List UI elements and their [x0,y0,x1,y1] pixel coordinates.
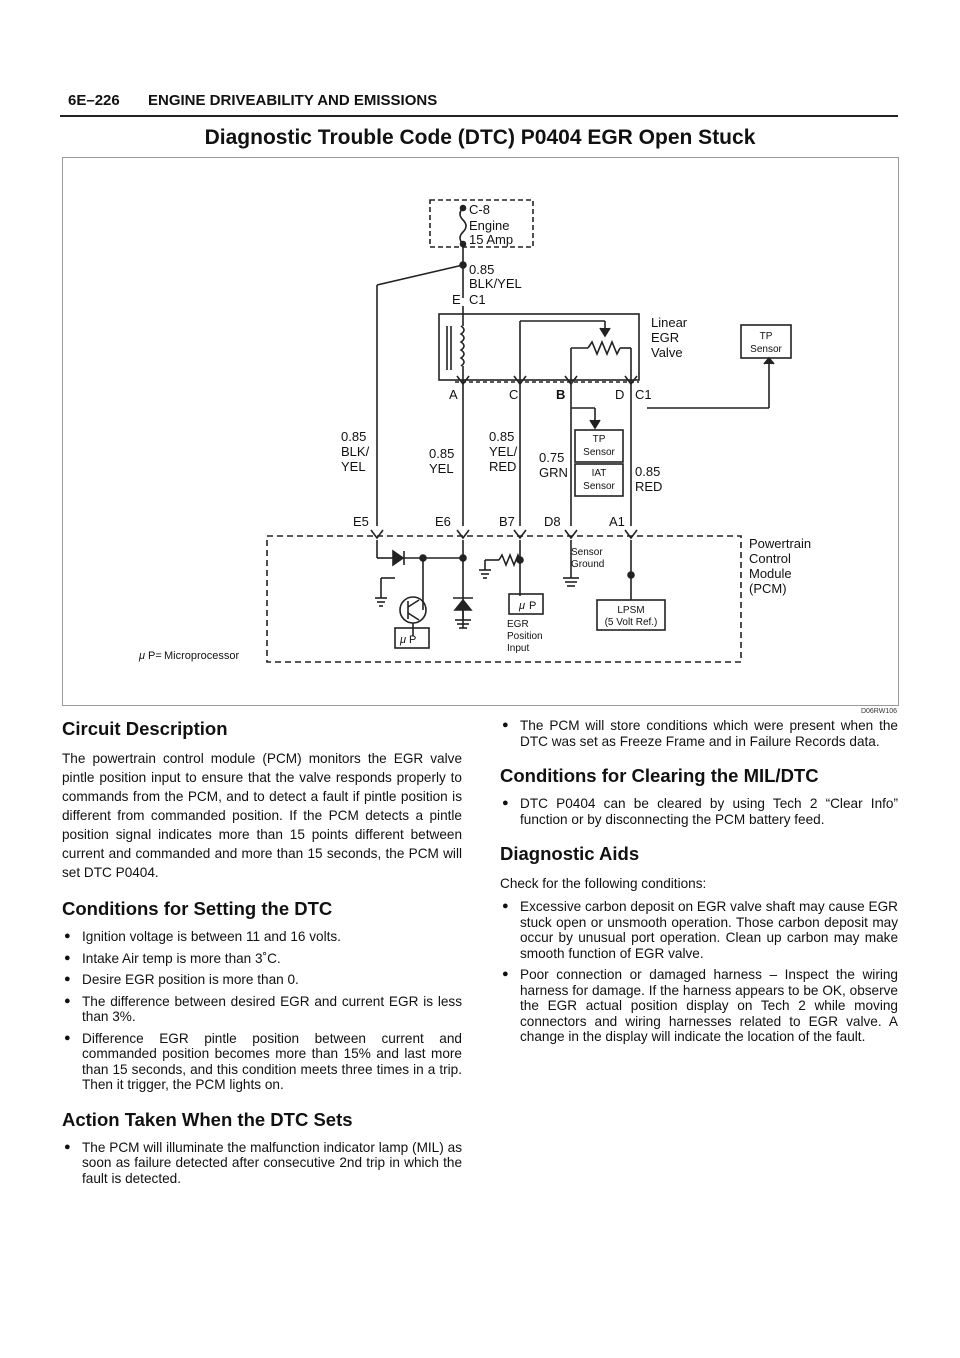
lpsm-1: LPSM [617,605,644,616]
w1-color-1: BLK/ [341,444,370,459]
list-item: Ignition voltage is between 11 and 16 vo… [62,929,462,945]
action-list: The PCM will illuminate the malfunction … [62,1140,462,1187]
pcm-line2: Control [749,551,791,566]
up-label-mid: P [529,600,536,612]
aids-heading: Diagnostic Aids [500,843,640,864]
aids-list: Excessive carbon deposit on EGR valve sh… [500,899,898,1045]
up-box-left [394,627,430,649]
egr-valve-box [438,313,640,381]
iat-inner-2: Sensor [583,481,615,492]
drawing-id: D06RW106 [860,708,897,715]
up-label-left: P [409,634,416,646]
pin-a: A [449,387,458,402]
pcm-pin-e6: E6 [435,514,451,529]
w5-color: RED [635,479,662,494]
clearing-heading: Conditions for Clearing the MIL/DTC [500,765,819,786]
iat-inner-1: IAT [592,468,607,479]
transistor [399,596,427,624]
svg-text:μ: μ [138,650,145,662]
sensor-ground-1: Sensor [571,547,603,558]
valve-line1: Linear [651,315,688,330]
wire-top-size: 0.85 [469,262,494,277]
lpsm-2: (5 Volt Ref.) [605,617,658,628]
pin-d: D [615,387,624,402]
w2-size: 0.85 [429,446,454,461]
fuse-symbol [459,207,467,245]
page-title: Diagnostic Trouble Code (DTC) P0404 EGR … [204,126,756,149]
fuse-name: C-8 [469,202,490,217]
circuit-text: The powertrain control module (PCM) moni… [62,751,462,880]
list-item: Poor connection or damaged harness – Ins… [500,967,898,1045]
tp-sensor-box-right [740,324,792,359]
conn-c1: C1 [635,387,652,402]
wiring-diagram: C-8 Engine 15 Amp 0.85 BLK/YEL E C1 Line… [62,157,899,706]
tp-inner-1: TP [593,434,606,445]
w3-size: 0.85 [489,429,514,444]
iat-sensor-box-inner [574,463,624,497]
left-column: Circuit Description The powertrain contr… [62,718,462,1192]
tp-inner-2: Sensor [583,447,615,458]
right-column: The PCM will store conditions which were… [500,718,898,1051]
pcm-line4: (PCM) [749,581,787,596]
list-item: The PCM will store conditions which were… [500,718,898,749]
setting-list: Ignition voltage is between 11 and 16 vo… [62,929,462,1093]
clearing-list: DTC P0404 can be cleared by using Tech 2… [500,796,898,827]
list-item: Excessive carbon deposit on EGR valve sh… [500,899,898,961]
setting-heading: Conditions for Setting the DTC [62,898,333,919]
pin-c: C [509,387,518,402]
action-heading: Action Taken When the DTC Sets [62,1108,353,1130]
page-number: 6E–226 [68,92,120,109]
section-title: ENGINE DRIVEABILITY AND EMISSIONS [148,92,438,109]
w3-color-2: RED [489,459,516,474]
pcm-line3: Module [749,566,792,581]
pin-b: B [556,387,565,402]
pcm-pin-a1: A1 [609,514,625,529]
legend-sym: P= [148,650,162,662]
valve-line2: EGR [651,330,679,345]
w5-size: 0.85 [635,464,660,479]
w1-size: 0.85 [341,429,366,444]
wire-top-color: BLK/YEL [469,276,522,291]
action-list-continued: The PCM will store conditions which were… [500,718,898,749]
svg-text:μ: μ [399,634,406,646]
egr-pos-2: Position [507,631,543,642]
w2-color: YEL [429,461,454,476]
aids-intro: Check for the following conditions: [500,876,707,891]
legend-text: Microprocessor [164,650,240,662]
list-item: DTC P0404 can be cleared by using Tech 2… [500,796,898,827]
fuse-line1: Engine [469,218,509,233]
tp-box-line1: TP [760,331,773,342]
up-box-mid [508,593,544,615]
conn-top-pin: E [452,292,461,307]
sensor-ground-2: Ground [571,559,604,570]
pcm-pin-d8: D8 [544,514,561,529]
list-item: Difference EGR pintle position between c… [62,1031,462,1093]
pcm-box [266,535,742,663]
list-item: Desire EGR position is more than 0. [62,972,462,988]
tp-sensor-box-inner [574,429,624,463]
tp-box-line2: Sensor [750,344,782,355]
fuse-box [429,199,534,248]
w4-size: 0.75 [539,450,564,465]
egr-pos-3: Input [507,643,529,654]
conn-top-name: C1 [469,292,486,307]
fuse-line2: 15 Amp [469,232,513,247]
list-item: The PCM will illuminate the malfunction … [62,1140,462,1187]
list-item: Intake Air temp is more than 3˚C. [62,951,462,967]
valve-line3: Valve [651,345,683,360]
header-rule [60,115,898,117]
egr-pos-1: EGR [507,619,529,630]
pcm-line1: Powertrain [749,536,811,551]
svg-text:μ: μ [518,600,525,612]
list-item: The difference between desired EGR and c… [62,994,462,1025]
lpsm-box [596,599,666,631]
w4-color: GRN [539,465,568,480]
pcm-pin-e5: E5 [353,514,369,529]
w1-color-2: YEL [341,459,366,474]
w3-color-1: YEL/ [489,444,518,459]
circuit-heading: Circuit Description [62,718,228,739]
pcm-pin-b7: B7 [499,514,515,529]
